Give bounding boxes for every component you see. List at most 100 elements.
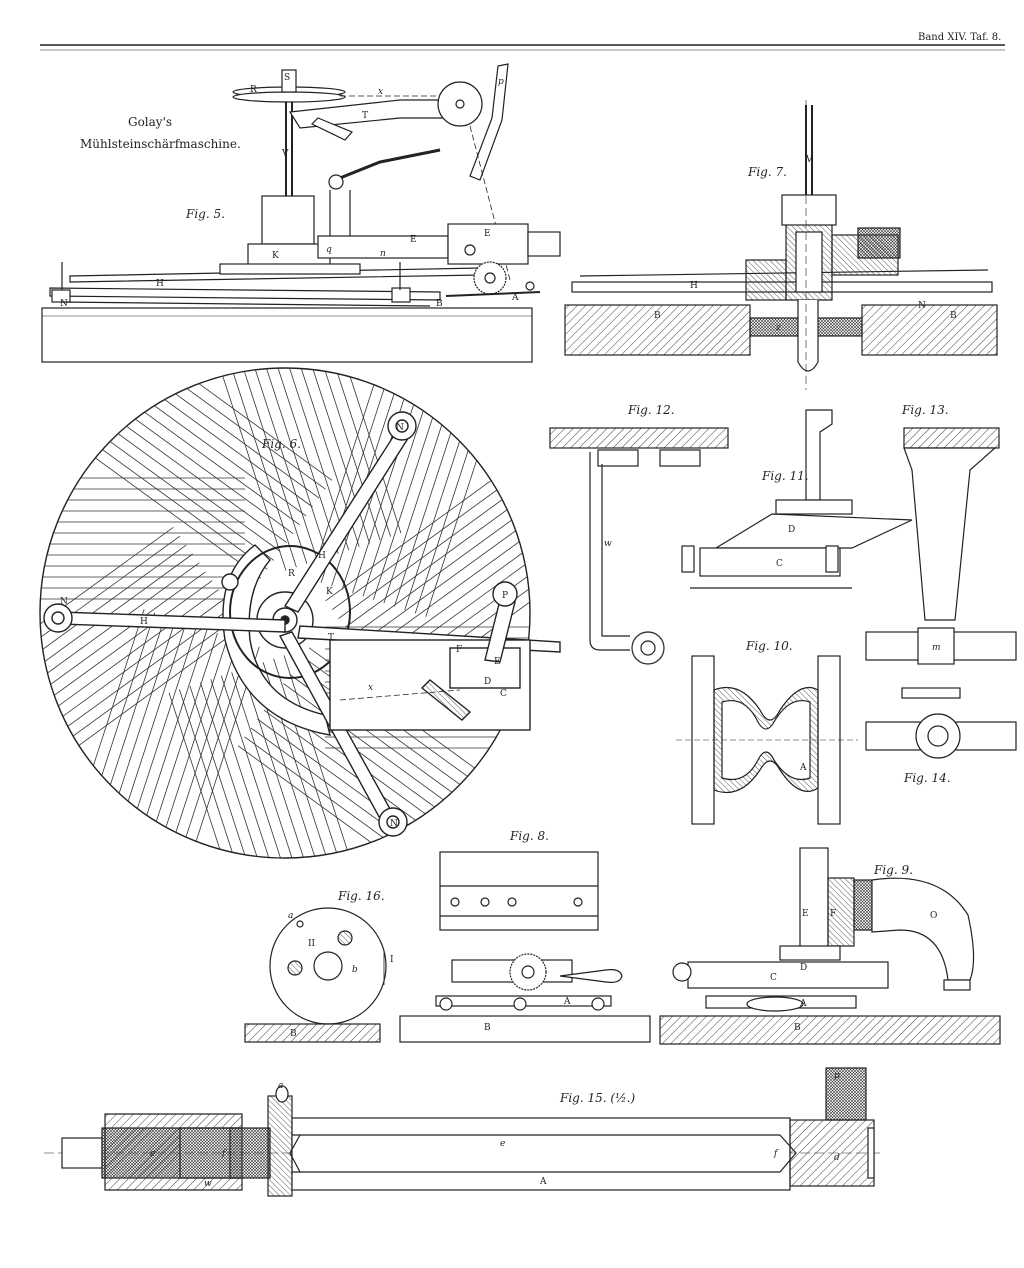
letter-z-fig7: z [775, 323, 781, 333]
letter-A-fig5: A [511, 293, 519, 303]
letter-R: R [250, 85, 257, 95]
letter-T-fig6: T [328, 633, 334, 643]
letter-K-fig6: K [326, 587, 333, 597]
fig9-label: Fig. 9. [873, 863, 913, 877]
letter-w-fig15: w [204, 1179, 212, 1189]
fig13-fig14-hanger [865, 427, 1017, 759]
letter-N-fig7: N [918, 301, 926, 311]
letter-x-fig6: x [368, 683, 373, 693]
disc-furrow-line [45, 624, 245, 770]
disc-furrow-line [200, 682, 277, 858]
disc-furrow-line [310, 368, 387, 580]
fig11-label: Fig. 11. [761, 469, 809, 483]
letter-K: K [272, 251, 279, 261]
letter-a-fig15: a [278, 1081, 283, 1091]
fig8-carriage [399, 851, 651, 1043]
letter-V-fig5: V [281, 149, 289, 159]
fig14-label: Fig. 14. [903, 771, 951, 785]
fig16-disc [244, 907, 387, 1043]
letter-e2-fig15: e [500, 1139, 505, 1149]
disc-furrow-line [262, 368, 339, 554]
letter-D-fig6: D [484, 677, 491, 687]
header-plate-ref: Band XIV. Taf. 8. [918, 32, 1001, 43]
fig15-label: Fig. 15. (½.) [559, 1091, 636, 1105]
disc-furrow-line [231, 672, 308, 858]
letter-A-fig8: A [563, 997, 571, 1007]
disc-furrow-line [40, 553, 193, 699]
letter-D-fig11: D [788, 525, 795, 535]
letter-C-fig6: C [500, 689, 507, 699]
disc-furrow-line [40, 562, 200, 708]
fig9-side [659, 847, 1001, 1045]
title-line2: Mühlsteinschärfmaschine. [80, 137, 241, 151]
letter-P-fig6: P [502, 591, 508, 601]
letter-E-fig6: E [494, 657, 501, 667]
letter-E-fig9: E [802, 909, 809, 919]
letter-p-fig15: p [834, 1071, 840, 1081]
letter-F-fig9: F [830, 909, 836, 919]
letter-E-fig5: E [410, 235, 417, 245]
disc-furrow-line [179, 689, 256, 858]
disc-furrow-line [209, 368, 287, 571]
letter-N-left-fig6: N [60, 597, 68, 607]
disc-furrow-line [40, 535, 181, 681]
letter-n-fig5: n [380, 249, 386, 259]
fig15-spindle-section [44, 1067, 880, 1197]
letter-B-fig5: B [436, 299, 443, 309]
fig16-label: Fig. 16. [337, 889, 385, 903]
fig6-plan-view [39, 367, 561, 859]
letter-C-fig11: C [776, 559, 783, 569]
fig12-bracket [549, 427, 729, 665]
disc-furrow-line [283, 655, 361, 858]
letter-V-fig7: V [805, 155, 813, 165]
fig10-frame [676, 655, 858, 825]
fig7-stone-right [861, 304, 998, 356]
fig8-label: Fig. 8. [509, 829, 549, 843]
disc-furrow-line [62, 433, 262, 579]
letter-H-fig6: H [318, 551, 326, 561]
disc-furrow-line [325, 456, 525, 602]
letter-N-bottom-fig6: N [390, 819, 398, 829]
fig6-label: Fig. 6. [261, 437, 301, 451]
letter-q-fig5: q [326, 245, 332, 255]
letter-e-fig15: e [150, 1149, 155, 1159]
fig12-label: Fig. 12. [627, 403, 675, 417]
fig10-label: Fig. 10. [745, 639, 793, 653]
title-line1: Golay's [128, 115, 172, 129]
letter-w-fig12: w [604, 539, 612, 549]
letter-T: T [362, 111, 368, 121]
fig7-stone-left [564, 304, 751, 356]
fig5-label: Fig. 5. [185, 207, 225, 221]
disc-furrow-line [272, 368, 350, 551]
letter-N-top-fig6: N [396, 423, 404, 433]
letter-A-fig10: A [799, 763, 807, 773]
disc-furrow-line [241, 368, 318, 561]
letter-d-fig15: d [834, 1153, 840, 1163]
disc-furrow-line [283, 368, 360, 547]
letter-m-fig13: m [932, 643, 941, 653]
letter-H2-fig6: H [140, 617, 148, 627]
disc-furrow-line [314, 368, 391, 537]
letter-C-fig9: C [770, 973, 777, 983]
letter-B-fig8: B [484, 1023, 491, 1033]
disc-furrow-line [241, 668, 319, 858]
letter-H-fig5: H [156, 279, 164, 289]
letter-f-fig15: f [221, 1149, 227, 1159]
fig7-label: Fig. 7. [747, 165, 787, 179]
letter-B-fig9: B [794, 1023, 801, 1033]
letter-E2-fig5: E [484, 229, 491, 239]
letter-a-fig16: a [288, 911, 293, 921]
letter-R-fig6: R [288, 569, 295, 579]
fig5-millstone [41, 307, 533, 363]
letter-D-fig9: D [800, 963, 807, 973]
disc-furrow-line [251, 368, 329, 558]
letter-b-fig16: b [352, 965, 358, 975]
header-rule [40, 44, 1005, 51]
letter-O-fig9: O [930, 911, 937, 921]
disc-furrow-line [220, 675, 298, 858]
letter-f2-fig15: f [773, 1149, 779, 1159]
letter-B-fig7: B [654, 311, 661, 321]
fig7-front-section [564, 100, 998, 390]
letter-B-fig16: B [290, 1029, 297, 1039]
